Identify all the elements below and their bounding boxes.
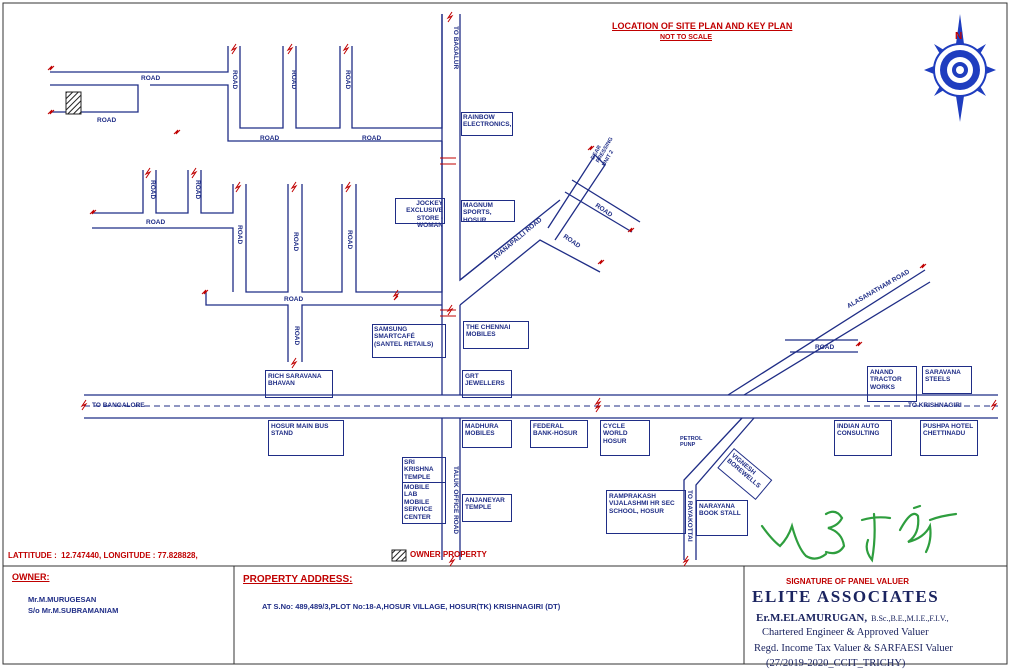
road-label: ROAD <box>815 344 835 351</box>
plan-title: LOCATION OF SITE PLAN AND KEY PLAN <box>612 21 793 31</box>
road-label: ROAD <box>284 296 304 303</box>
to-bagalur-label: TO BAGALUR <box>452 26 459 70</box>
coordinates-text: LATTITUDE : 12.747440, LONGITUDE : 77.82… <box>8 551 198 560</box>
road-label: ROAD <box>146 219 166 226</box>
landmark-sri-krishna-temple: SRI KRISHNA TEMPLE <box>402 457 446 483</box>
landmark-mobile-lab: MOBILE LAB MOBILE SERVICE CENTER <box>402 482 446 524</box>
road-label: ROAD <box>97 117 117 124</box>
road-label: ROAD <box>293 326 300 346</box>
landmark-saravana-steels: SARAVANA STEELS <box>922 366 972 394</box>
landmark-narayana-book-stall: NARAYANA BOOK STALL <box>696 500 748 536</box>
owner-heading: OWNER: <box>12 572 50 582</box>
road-label: ROAD <box>194 180 201 200</box>
landmark-chennai-mobiles: THE CHENNAI MOBILES <box>463 321 529 349</box>
valuer-firm-name: ELITE ASSOCIATES <box>752 587 940 606</box>
valuer-name-row: Er.M.ELAMURUGAN, B.Sc.,B.E.,M.I.E.,F.I.V… <box>756 609 949 626</box>
road-label: ROAD <box>260 135 280 142</box>
compass-icon <box>924 14 996 122</box>
landmark-anjaneyar-temple: ANJANEYAR TEMPLE <box>462 494 512 522</box>
owner-relation: S/o Mr.M.SUBRAMANIAM <box>28 606 119 615</box>
landmark-cycle-world: CYCLE WORLD HOSUR <box>600 420 650 456</box>
to-bangalore-label: TO BANGALORE <box>92 402 145 409</box>
road-network <box>50 14 998 560</box>
owner-property-legend-label: OWNER PROPERTY <box>410 550 487 559</box>
landmark-federal-bank: FEDERAL BANK-HOSUR <box>530 420 588 448</box>
signature-mark <box>760 504 958 563</box>
property-address-heading: PROPERTY ADDRESS: <box>243 574 353 585</box>
valuer-name: Er.M.ELAMURUGAN, <box>756 612 868 624</box>
landmark-madhura-mobiles: MADHURA MOBILES <box>462 420 512 448</box>
road-label: ROAD <box>231 70 238 90</box>
owner-property-legend-swatch <box>391 549 407 562</box>
valuer-line-2: Regd. Income Tax Valuer & SARFAESI Value… <box>754 643 953 654</box>
to-krishnagiri-label: TO KRISHNAGIRI <box>908 402 962 409</box>
valuer-line-1: Chartered Engineer & Approved Valuer <box>762 627 929 638</box>
road-label: ROAD <box>362 135 382 142</box>
landmark-ramprakash-school: RAMPRAKASH VIJALASHMI HR SEC SCHOOL, HOS… <box>606 490 686 534</box>
property-address-text: AT S.No: 489,489/3,PLOT No:18-A,HOSUR VI… <box>262 602 561 611</box>
landmark-magnum-sports: MAGNUM SPORTS, HOSUR <box>461 200 515 224</box>
landmark-samsung-smartcafe: SAMSUNG SMARTCAFÉ (SANTEL RETAILS) <box>372 324 446 358</box>
valuer-line-3: (27/2019-2020_CCIT_TRICHY) <box>766 658 906 669</box>
owner-property-marker <box>65 91 82 115</box>
landmark-rich-saravana-bhavan: RICH SARAVANA BHAVAN <box>265 370 333 398</box>
taluk-office-road-label: TALUK OFFICE ROAD <box>452 466 459 535</box>
compass-north-letter: N <box>955 31 963 42</box>
road-label: ROAD <box>292 232 299 252</box>
owner-name: Mr.M.MURUGESAN <box>28 595 97 604</box>
landmark-petrol-pump: PETROL PUNP <box>680 436 703 449</box>
landmark-pushpa-hotel: PUSHPA HOTEL CHETTINADU <box>920 420 978 456</box>
road-label: ROAD <box>344 70 351 90</box>
landmark-rainbow-electronics: RAINBOW ELECTRONICS, <box>461 112 513 136</box>
landmark-grt-jewellers: GRT JEWELLERS <box>462 370 512 398</box>
road-label: ROAD <box>141 75 161 82</box>
plan-subtitle: NOT TO SCALE <box>660 34 712 41</box>
valuer-degrees: B.Sc.,B.E.,M.I.E.,F.I.V., <box>871 614 949 623</box>
road-label: ROAD <box>290 70 297 90</box>
to-rayakottai-label: TO RAYAKOTTAI <box>686 490 693 542</box>
road-label: ROAD <box>149 180 156 200</box>
signature-label: SIGNATURE OF PANEL VALUER <box>786 577 909 586</box>
landmark-jockey-store: JOCKEY EXCLUSIVE STORE - WOMAN <box>395 198 445 229</box>
road-break-markers <box>47 11 998 567</box>
landmark-anand-tractor: ANAND TRACTOR WORKS <box>867 366 917 402</box>
landmark-hosur-bus-stand: HOSUR MAIN BUS STAND <box>268 420 344 456</box>
landmark-indian-auto: INDIAN AUTO CONSULTING <box>834 420 892 456</box>
road-label: ROAD <box>236 225 243 245</box>
road-label: ROAD <box>346 230 353 250</box>
